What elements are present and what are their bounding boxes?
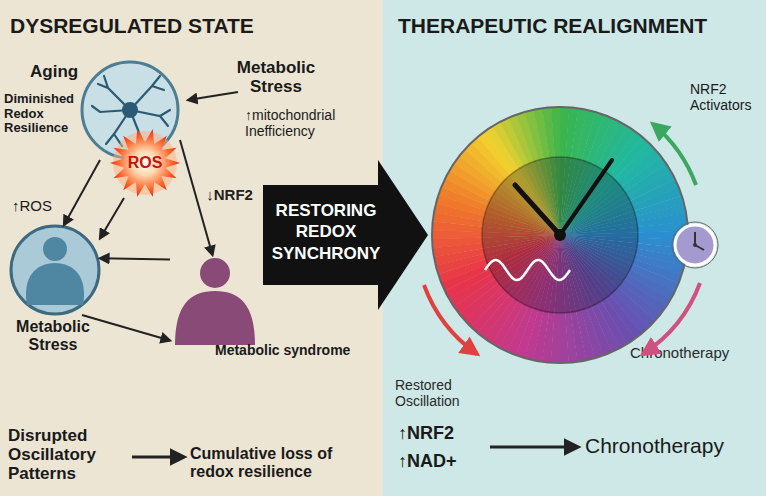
edge-label: ↓NRF2 [206, 186, 253, 203]
small-clock: Chronotherapy [672, 222, 718, 268]
clock-center [693, 243, 697, 247]
clock-face [482, 157, 638, 313]
node-heading: Metabolic Stress [8, 318, 98, 354]
person-node: Metabolic syndrome [170, 255, 255, 345]
clock-wheel-shape [430, 105, 690, 365]
node-caption: Diminished Redox Resilience [4, 92, 80, 136]
summary-text: Cumulative loss of redox resilience [190, 445, 362, 481]
clock-rim [672, 222, 718, 268]
figure-node-shape [10, 225, 100, 315]
clock-face [675, 225, 715, 265]
node-caption: Restored Oscillation [395, 378, 475, 409]
flow-arrow [490, 446, 578, 449]
figure-node: Metabolic Stress [10, 225, 100, 315]
cycle-arc [643, 283, 700, 354]
note-text: ↑mitochondrial Inefficiency [245, 108, 360, 139]
panel: THERAPEUTIC REALIGNMENT Restored Oscillat… [383, 0, 766, 496]
clock-hand [515, 185, 560, 235]
figure-body [26, 263, 84, 305]
arrow-connector [64, 160, 100, 225]
clock-rim [432, 107, 688, 363]
stress-heading: Metabolic Stress [235, 58, 317, 96]
cycle-arc [424, 285, 477, 354]
small-clock-shape [672, 222, 718, 268]
clock-wheel: Restored Oscillation [430, 105, 690, 365]
summary-text: Disrupted Oscillatory Patterns [8, 426, 126, 483]
summary-text: ↑NRF2 [398, 423, 454, 443]
clock-hand [560, 160, 612, 235]
note-text: NRF2 Activators [690, 82, 766, 113]
person-node-shape [170, 255, 255, 345]
arrow-connector [82, 315, 170, 341]
color-wheel [432, 107, 688, 363]
burst-label: ROS [110, 154, 180, 172]
panel-heading: DYSREGULATED STATE [10, 14, 254, 38]
arrow-label: RESTORING REDOX SYNCHRONY [266, 200, 386, 264]
cycle-arc [653, 124, 696, 185]
ros-burst: ROS [110, 128, 180, 198]
note-text: ↑ROS [12, 198, 52, 215]
node-caption: Chronotherapy [630, 345, 729, 362]
person-head [200, 258, 230, 288]
summary-text: Chronotherapy [585, 434, 724, 458]
transition-arrow: RESTORING REDOX SYNCHRONY [263, 160, 428, 310]
neuron-soma [122, 102, 138, 118]
arrow-connector [100, 258, 170, 259]
panel-heading: THERAPEUTIC REALIGNMENT [398, 14, 707, 38]
figure-circle [11, 226, 99, 314]
arrow-connector [100, 198, 124, 239]
summary-text: ↑NAD+ [398, 451, 457, 471]
figure-head [43, 237, 67, 261]
node-heading: Aging [30, 62, 78, 81]
flow-arrow [132, 456, 184, 459]
sine-wave [485, 260, 570, 280]
person-body [175, 291, 255, 345]
node-heading: Metabolic syndrome [215, 343, 350, 359]
leader-arrow [188, 92, 238, 100]
clock-center [554, 229, 566, 241]
burst-star [110, 129, 180, 197]
